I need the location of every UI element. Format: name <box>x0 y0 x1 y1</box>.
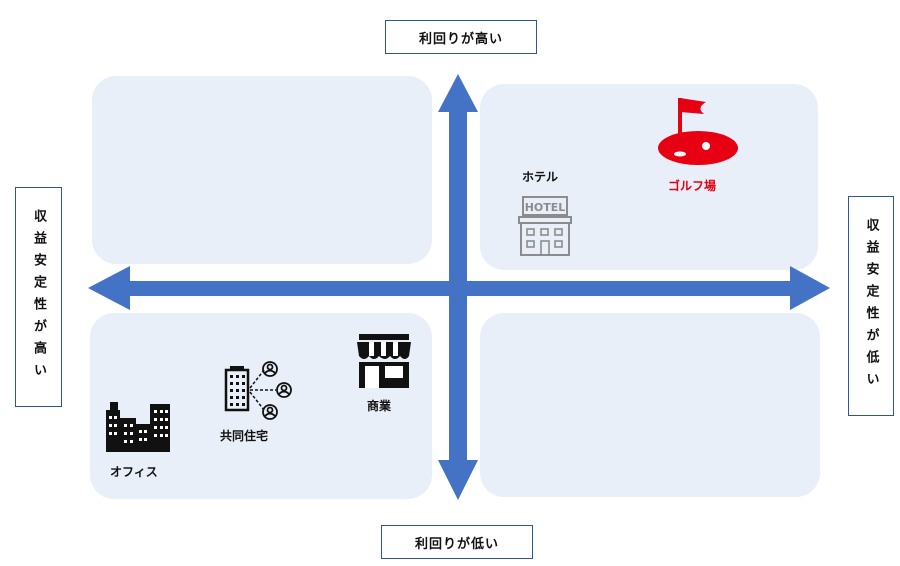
golf-label: ゴルフ場 <box>668 179 717 193</box>
axis-label-bottom: 利回りが低い <box>381 525 533 559</box>
office-buildings-icon <box>106 402 170 452</box>
residential-label: 共同住宅 <box>220 429 269 443</box>
down-arrow-head <box>438 460 478 500</box>
axis-label-top: 利回りが高い <box>385 20 537 54</box>
horizontal-axis-shaft <box>126 281 794 296</box>
hotel-icon: HOTEL <box>518 196 572 256</box>
axis-label-left: 収益安定性が高い <box>15 187 62 407</box>
quadrant-top-left <box>92 76 432 264</box>
up-arrow-head <box>438 74 478 112</box>
right-arrow-head <box>790 266 830 310</box>
hotel-label: ホテル <box>522 170 559 184</box>
commercial-label: 商業 <box>367 399 392 413</box>
shop-icon <box>357 334 411 388</box>
quadrant-bottom-right <box>480 313 820 497</box>
hotel-sign-text: HOTEL <box>525 201 566 214</box>
axis-label-left-text: 収益安定性が高い <box>31 209 46 385</box>
axis-label-top-text: 利回りが高い <box>418 31 503 47</box>
apartment-people-icon <box>224 361 292 420</box>
office-label: オフィス <box>110 465 158 479</box>
axis-label-right-text: 収益安定性が低い <box>863 218 879 394</box>
left-arrow-head <box>88 266 130 310</box>
axis-label-bottom-text: 利回りが低い <box>414 536 499 552</box>
quadrant-top-right <box>480 84 818 270</box>
axis-label-right: 収益安定性が低い <box>848 196 894 416</box>
golf-flag-icon <box>658 98 738 165</box>
